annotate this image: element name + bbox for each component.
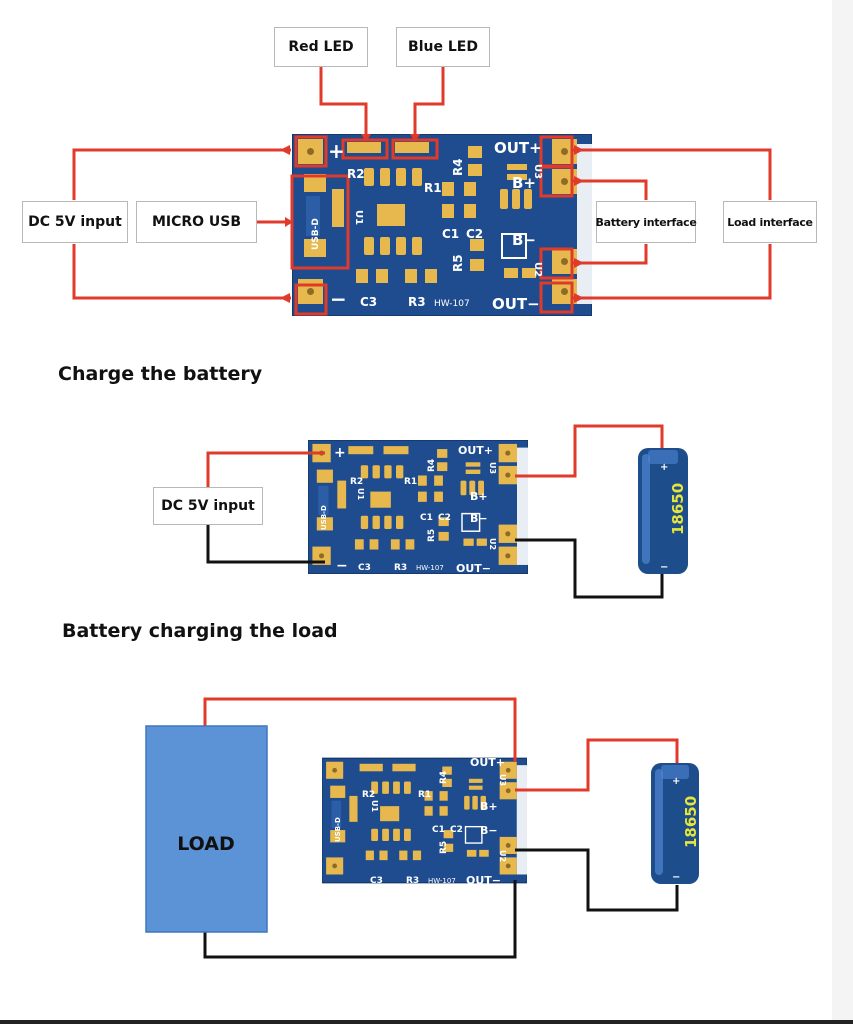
svg-text:OUT+: OUT+ <box>458 444 493 457</box>
svg-text:U1: U1 <box>370 800 379 812</box>
plus-label: + <box>328 139 345 163</box>
svg-text:R1: R1 <box>404 477 417 487</box>
r4-label: R4 <box>451 158 465 176</box>
svg-text:HW-107: HW-107 <box>428 877 456 885</box>
svg-text:U3: U3 <box>498 774 507 786</box>
b-plus-label: B+ <box>512 174 536 192</box>
svg-text:R1: R1 <box>418 790 431 800</box>
svg-text:R2: R2 <box>350 477 363 487</box>
svg-text:USB-D: USB-D <box>334 817 342 842</box>
out-plus-label: OUT+ <box>494 139 542 157</box>
svg-text:+: + <box>334 445 346 461</box>
r2-label: R2 <box>347 167 365 181</box>
svg-text:U3: U3 <box>488 462 497 474</box>
bottom-board-labels: OUT+ B+ B− OUT− R2 R1 C3 R3 C1 C2 R4 R5 … <box>334 756 507 887</box>
svg-text:HW-107: HW-107 <box>416 564 444 572</box>
c3-label: C3 <box>360 295 377 309</box>
top-board-labels: + − OUT+ B+ B− OUT− R2 R1 R3 C3 C1 C2 R4… <box>311 139 543 313</box>
svg-text:OUT+: OUT+ <box>470 756 505 769</box>
svg-text:C2: C2 <box>438 513 451 523</box>
svg-text:R4: R4 <box>427 459 437 472</box>
svg-text:B+: B+ <box>480 800 498 813</box>
svg-text:−: − <box>336 558 348 574</box>
svg-text:U1: U1 <box>356 488 365 500</box>
u1-label: U1 <box>353 210 364 225</box>
svg-text:R2: R2 <box>362 790 375 800</box>
svg-text:B−: B− <box>470 512 488 525</box>
r1-label: R1 <box>424 181 442 195</box>
svg-text:C3: C3 <box>370 876 383 886</box>
svg-text:OUT−: OUT− <box>466 874 501 887</box>
svg-text:R5: R5 <box>439 841 449 854</box>
c2-label: C2 <box>466 227 483 241</box>
svg-text:USB-D: USB-D <box>320 505 328 530</box>
discharge-heading: Battery charging the load <box>62 620 338 642</box>
svg-text:B+: B+ <box>470 490 488 503</box>
svg-text:+: + <box>660 462 668 473</box>
charge-heading: Charge the battery <box>58 363 263 385</box>
battery-label-2: 18650 <box>682 796 700 848</box>
svg-text:−: − <box>660 562 668 573</box>
usb-label: USB-D <box>311 218 321 250</box>
bottom-rule <box>0 1020 853 1024</box>
minus-label: − <box>330 287 347 311</box>
svg-text:R3: R3 <box>394 563 407 573</box>
battery-interface-callout: Battery interface <box>595 201 697 243</box>
svg-text:OUT−: OUT− <box>456 562 491 575</box>
svg-text:R4: R4 <box>439 771 449 784</box>
red-led-callout: Red LED <box>274 27 368 67</box>
svg-text:C1: C1 <box>420 513 433 523</box>
svg-text:U2: U2 <box>488 538 497 550</box>
bottom-wires <box>203 697 679 959</box>
middle-board-labels: + − OUT+ B+ B− OUT− R2 R1 C3 R3 C1 C2 R4… <box>320 444 497 575</box>
svg-text:C3: C3 <box>358 563 371 573</box>
dc-input-callout-2: DC 5V input <box>153 487 263 525</box>
r5-label: R5 <box>451 254 465 272</box>
r3-label: R3 <box>408 295 426 309</box>
svg-text:C1: C1 <box>432 825 445 835</box>
svg-text:B−: B− <box>480 824 498 837</box>
micro-usb-callout: MICRO USB <box>136 201 257 243</box>
out-minus-label: OUT− <box>492 295 540 313</box>
blue-led-callout: Blue LED <box>396 27 490 67</box>
c1-label: C1 <box>442 227 459 241</box>
battery-charge: 18650 + − <box>638 448 688 574</box>
load-interface-callout: Load interface <box>723 201 817 243</box>
u3-label: U3 <box>532 164 543 179</box>
middle-wires <box>206 424 664 599</box>
svg-text:R3: R3 <box>406 876 419 886</box>
load-box: LOAD <box>145 725 268 933</box>
svg-text:−: − <box>672 872 680 883</box>
u2-label: U2 <box>532 262 543 277</box>
svg-text:U2: U2 <box>498 850 507 862</box>
svg-text:R5: R5 <box>427 529 437 542</box>
dc-input-callout: DC 5V input <box>22 201 128 243</box>
page-edge-strip <box>832 0 853 1024</box>
model-label: HW-107 <box>434 299 470 309</box>
b-minus-label: B− <box>512 231 536 249</box>
svg-text:C2: C2 <box>450 825 463 835</box>
battery-discharge: 18650 + − <box>651 763 700 884</box>
load-label: LOAD <box>177 833 235 855</box>
svg-text:+: + <box>672 776 680 787</box>
battery-label: 18650 <box>669 483 687 535</box>
